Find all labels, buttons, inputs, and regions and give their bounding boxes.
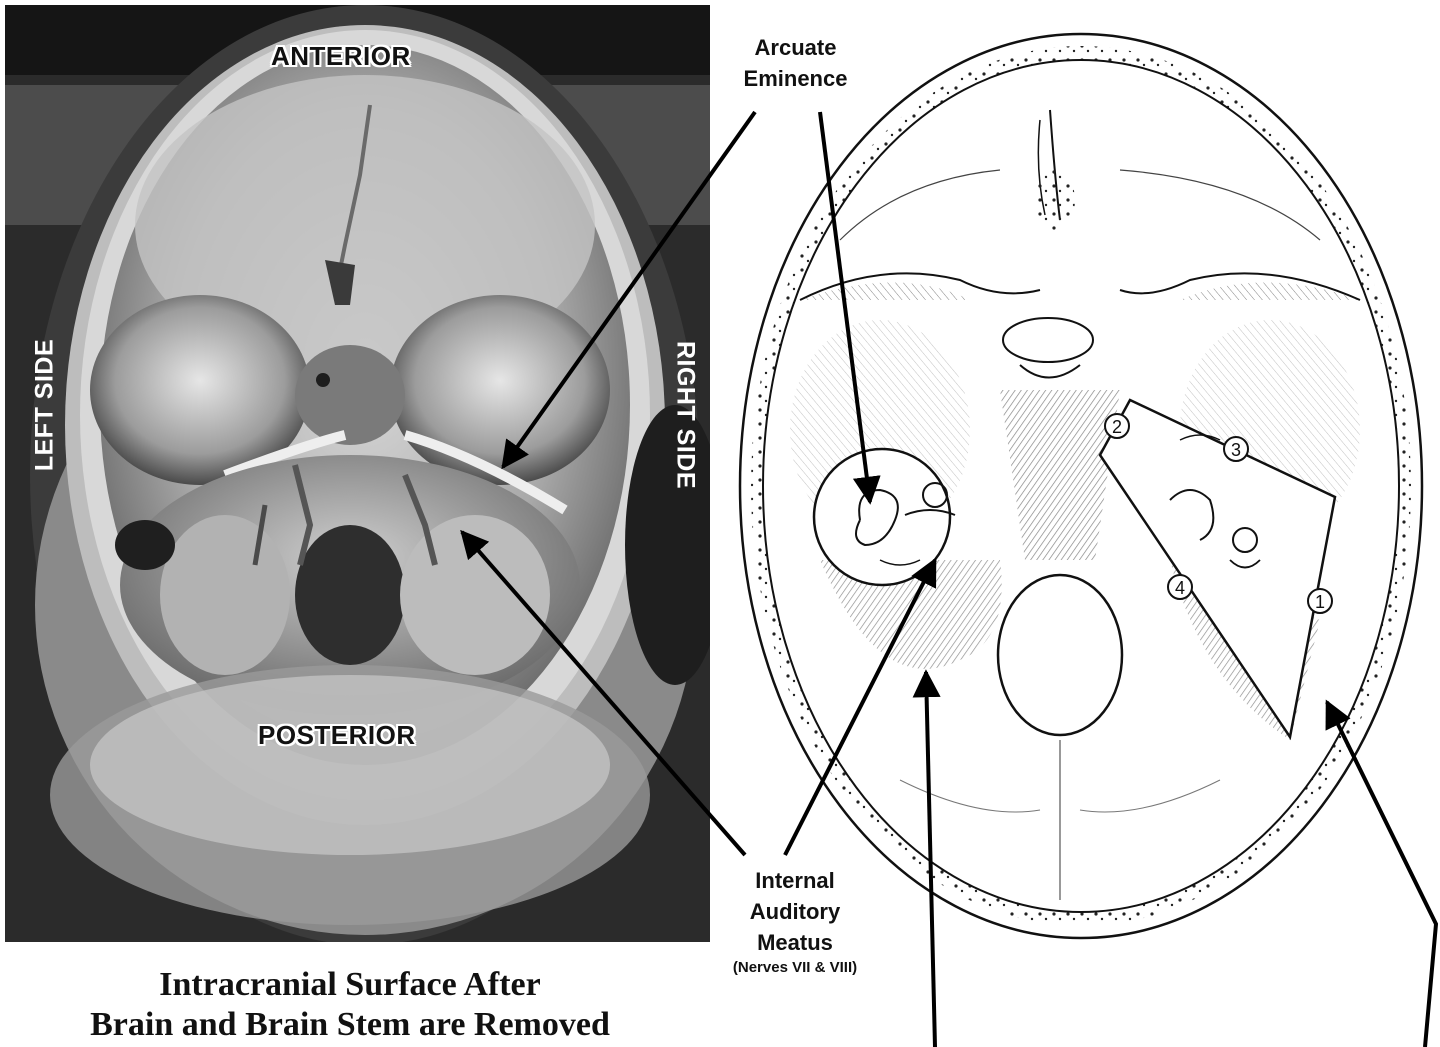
arcuate-eminence-callout: Arcuate Eminence: [718, 32, 873, 94]
iam-line3: Meatus: [700, 927, 890, 958]
caption-line2: Brain and Brain Stem are Removed: [5, 1005, 695, 1045]
marker-2-text: 2: [1112, 417, 1122, 437]
marker-3: 3: [1224, 437, 1248, 461]
iam-arrow-left: [462, 532, 745, 855]
iam-line1: Internal: [700, 865, 890, 896]
marker-3-text: 3: [1231, 440, 1241, 460]
internal-auditory-meatus-callout: Internal Auditory Meatus (Nerves VII & V…: [700, 865, 890, 978]
iam-line2: Auditory: [700, 896, 890, 927]
foramen-magnum: [998, 575, 1122, 735]
marker-1: 1: [1308, 589, 1332, 613]
iam-nerves-note: (Nerves VII & VIII): [700, 958, 890, 978]
marker-4-text: 4: [1175, 578, 1185, 598]
caption-line1: Intracranial Surface After: [5, 965, 695, 1005]
arcuate-line2: Eminence: [718, 63, 873, 94]
inner-ear-inset: [814, 449, 950, 585]
marker-4: 4: [1168, 575, 1192, 599]
arcuate-line1: Arcuate: [718, 32, 873, 63]
arcuate-arrow-left: [503, 112, 755, 467]
marker-1-text: 1: [1315, 592, 1325, 612]
marker-2: 2: [1105, 414, 1129, 438]
figure-caption: Intracranial Surface After Brain and Bra…: [5, 965, 695, 1045]
